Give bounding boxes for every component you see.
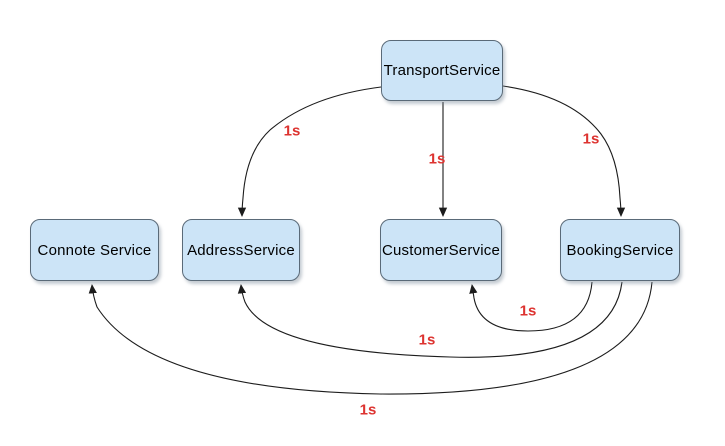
node-transportservice-label: TransportService — [383, 62, 501, 79]
edge-transport-to-booking — [502, 85, 626, 217]
edge-booking-to-customer — [469, 281, 593, 332]
node-bookingservice-label: BookingService — [566, 241, 674, 259]
node-addressservice: AddressService — [182, 219, 300, 281]
edge-label-booking-connote: 1s — [359, 401, 377, 419]
edge-label-transport-customer: 1s — [428, 150, 446, 168]
edge-booking-to-address — [237, 281, 623, 358]
node-customerservice-label: CustomerService — [381, 241, 501, 259]
node-connote-service-label: Connote Service — [37, 241, 152, 259]
edge-booking-to-connote — [88, 281, 653, 395]
edge-label-booking-address: 1s — [418, 331, 436, 349]
node-customerservice: CustomerService — [380, 219, 502, 281]
edge-label-booking-customer: 1s — [519, 302, 537, 320]
edge-label-transport-booking: 1s — [582, 130, 600, 148]
edge-transport-to-address — [237, 86, 382, 217]
node-bookingservice: BookingService — [560, 219, 680, 281]
edge-label-transport-address: 1s — [283, 122, 301, 140]
node-connote-service: Connote Service — [30, 219, 159, 281]
node-transportservice: TransportService — [381, 40, 503, 101]
node-addressservice-label: AddressService — [187, 241, 295, 259]
